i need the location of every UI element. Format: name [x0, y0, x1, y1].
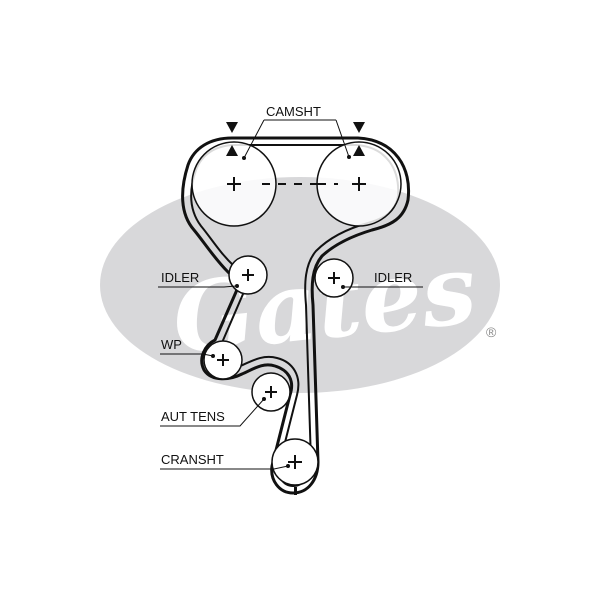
watermark-registered-mark: ® [486, 324, 497, 340]
label-water-pump: WP [161, 337, 182, 352]
label-idler-right: IDLER [374, 270, 412, 285]
label-crankshaft: CRANSHT [161, 452, 224, 467]
timing-marks [226, 122, 365, 495]
timing-mark-right-bottom [353, 145, 365, 156]
gates-watermark: Gates ® [100, 177, 500, 393]
crankshaft-pulley [271, 438, 319, 486]
belt-outer-line [181, 136, 411, 495]
water-pump-pulley [203, 340, 243, 380]
auto-tensioner-pulley [251, 372, 291, 412]
idler-pulley-left [228, 255, 268, 295]
timing-mark-left-bottom [226, 145, 238, 156]
timing-mark-right-top [353, 122, 365, 133]
crank-timing-mark [294, 487, 297, 495]
timing-mark-left-top [226, 122, 238, 133]
idler-pulley-right [314, 258, 354, 298]
camshaft-pulley-left [191, 141, 277, 227]
label-auto-tensioner: AUT TENS [161, 409, 225, 424]
label-camshaft: CAMSHT [266, 104, 321, 119]
leader-lines [158, 119, 423, 470]
label-idler-left: IDLER [161, 270, 199, 285]
watermark-oval [100, 177, 500, 393]
leader-dots [211, 155, 351, 468]
